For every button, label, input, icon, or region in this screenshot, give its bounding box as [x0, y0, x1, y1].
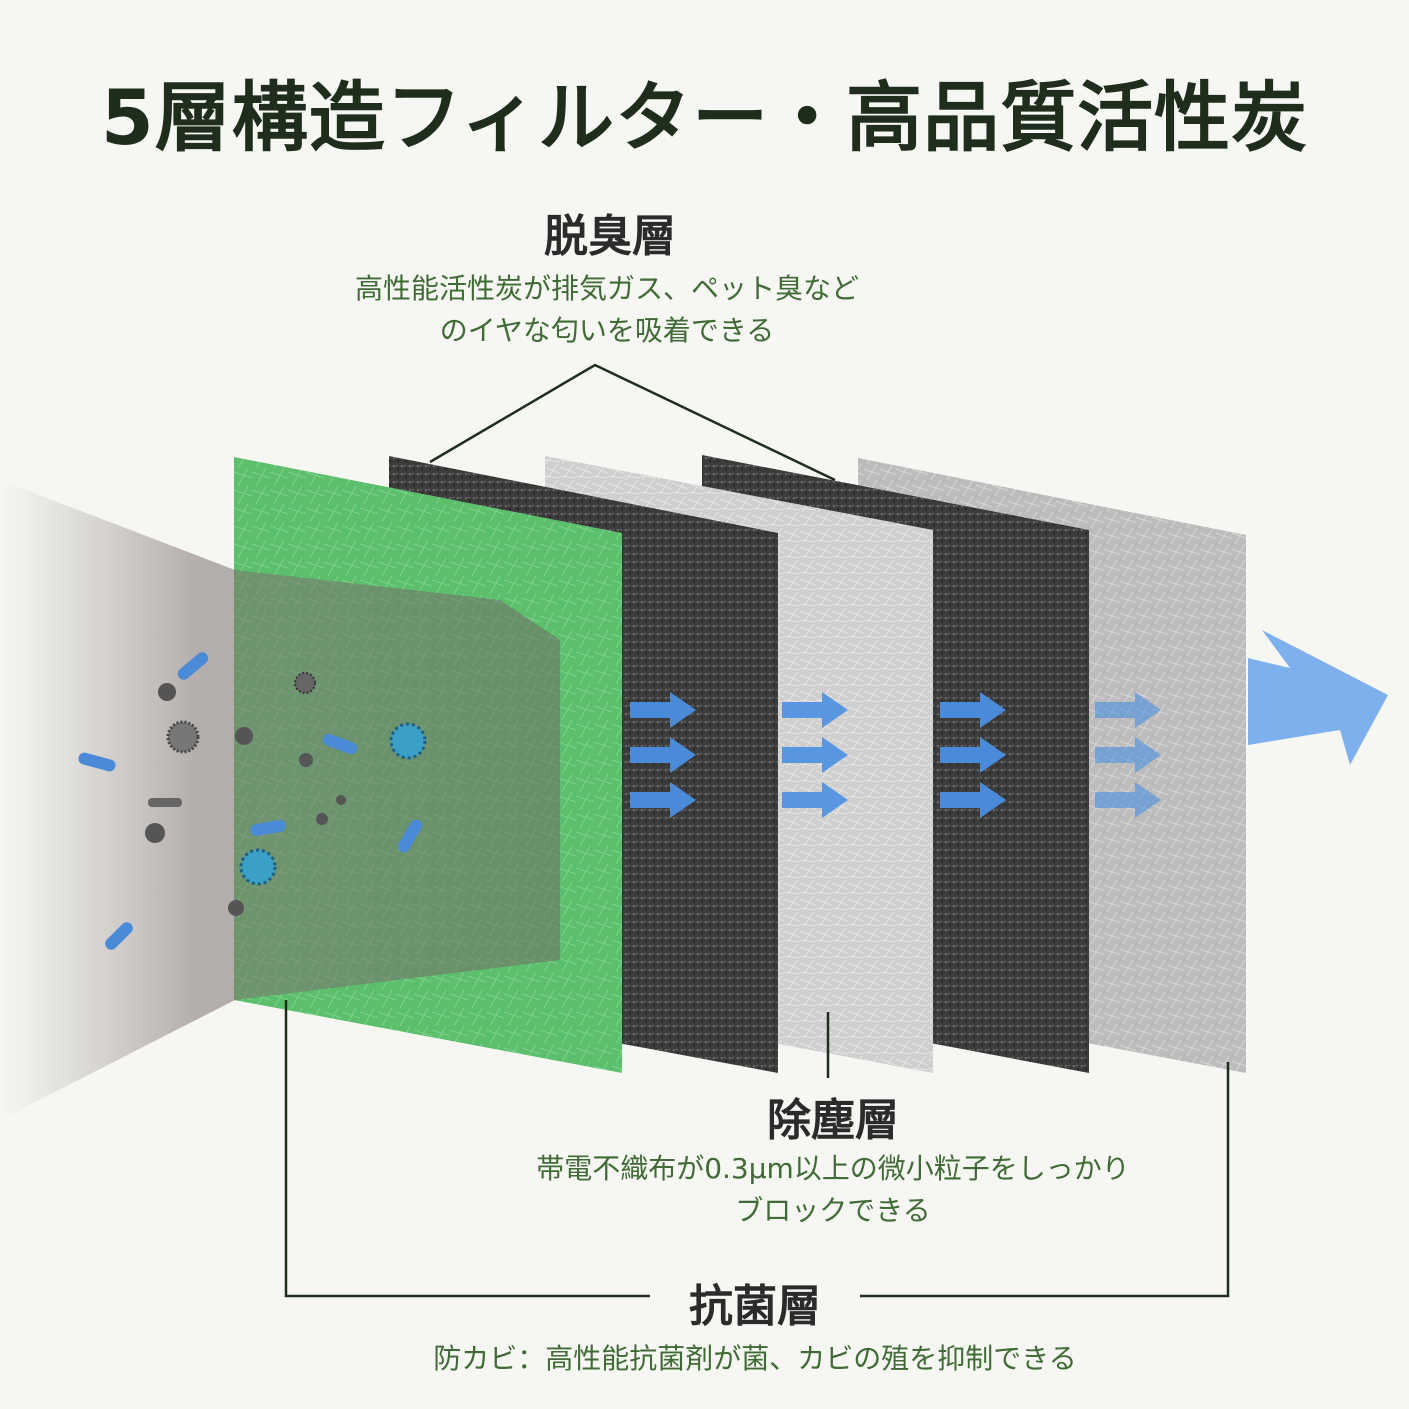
exit-arrow-icon [1248, 630, 1388, 765]
dust-label: 除塵層 [683, 1084, 983, 1148]
deodorize-description: 高性能活性炭が排気ガス、ペット臭など のイヤな匂いを吸着できる [307, 268, 907, 352]
antibacterial-description-line-1: 防カビ：高性能抗菌剤が菌、カビの殖を抑制できる [355, 1338, 1155, 1380]
antibacterial-description: 防カビ：高性能抗菌剤が菌、カビの殖を抑制できる [355, 1338, 1155, 1380]
dust-description: 帯電不織布が0.3μm以上の微小粒子をしっかり ブロックできる [483, 1148, 1183, 1232]
deodorize-description-line-2: のイヤな匂いを吸着できる [307, 310, 907, 352]
deodorize-label: 脱臭層 [460, 200, 760, 264]
dust-description-line-2: ブロックできる [483, 1190, 1183, 1232]
deodorize-description-line-1: 高性能活性炭が排気ガス、ペット臭など [307, 268, 907, 310]
deodorize-bracket [430, 365, 835, 480]
dust-description-line-1: 帯電不織布が0.3μm以上の微小粒子をしっかり [483, 1148, 1183, 1190]
antibacterial-label: 抗菌層 [605, 1270, 905, 1334]
